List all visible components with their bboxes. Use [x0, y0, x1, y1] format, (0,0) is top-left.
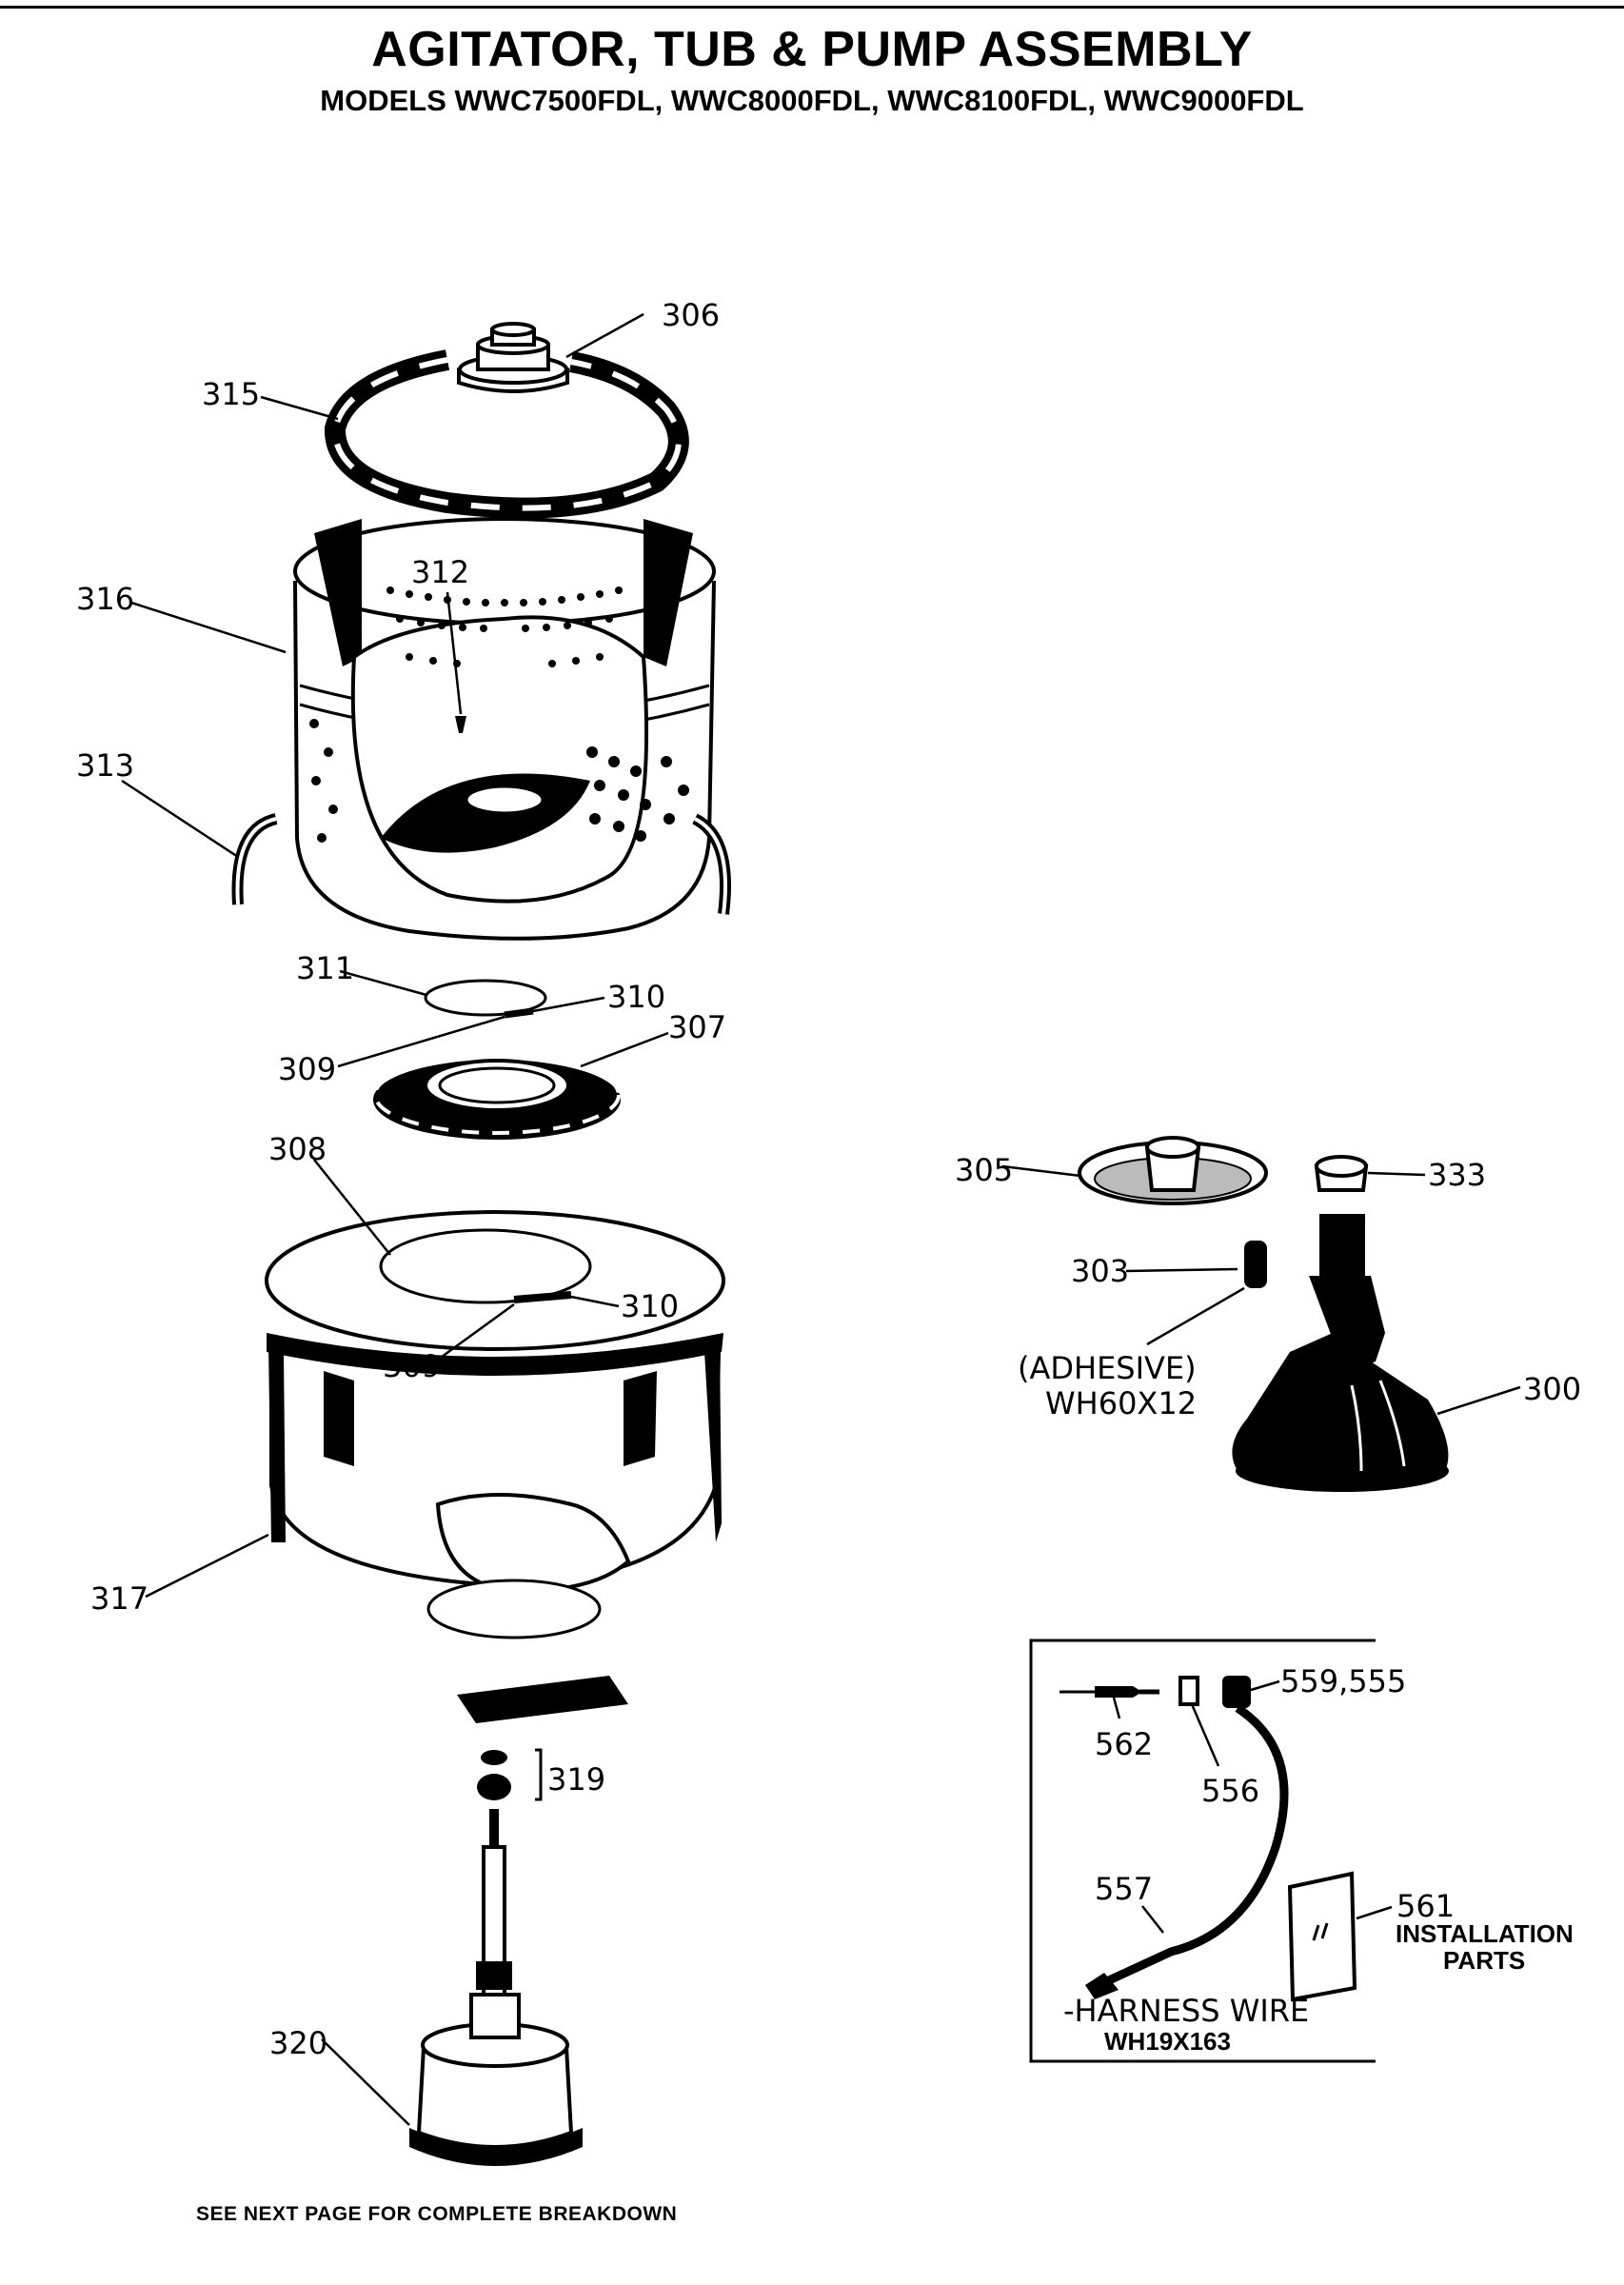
part-333-cap: [1314, 1155, 1369, 1192]
part-300-agitator: [1232, 1214, 1449, 1492]
footnote: SEE NEXT PAGE FOR COMPLETE BREAKDOWN: [196, 2203, 678, 2225]
callout-303: 303: [1071, 1253, 1129, 1289]
part-306-agitator-cap: [457, 322, 569, 393]
installation-parts-label-2: PARTS: [1443, 1946, 1525, 1975]
part-319-seal-kit: [477, 1748, 543, 1801]
callout-306: 306: [662, 297, 720, 333]
callout-309-upper: 309: [278, 1051, 336, 1087]
model-list: MODELS WWC7500FDL, WWC8000FDL, WWC8100FD…: [320, 84, 1304, 117]
adhesive-note: (ADHESIVE): [1018, 1350, 1197, 1386]
top-rule: [0, 6, 1624, 9]
part-317-outer-tub: [265, 1210, 725, 1723]
part-308-tub-cover-ring: [379, 1228, 592, 1304]
callout-312: 312: [411, 554, 469, 590]
callout-309-lower: 309: [383, 1348, 441, 1384]
callout-305: 305: [955, 1152, 1013, 1188]
part-307-splash-seal: [373, 1055, 621, 1140]
part-305-fabric-softener-dispenser: [1078, 1136, 1268, 1205]
leader-lines: [121, 312, 1521, 2126]
part-320-pump-transmission: [409, 1809, 583, 2166]
callout-311: 311: [296, 950, 354, 986]
callout-320: 320: [269, 2025, 327, 2061]
callout-317: 317: [90, 1580, 149, 1617]
callout-562: 562: [1095, 1726, 1153, 1762]
part-562-terminal: [1060, 1686, 1159, 1698]
callout-561: 561: [1396, 1888, 1455, 1924]
callout-307: 307: [668, 1009, 726, 1045]
installation-parts-label-1: INSTALLATION: [1396, 1919, 1574, 1948]
callout-labels: 306 315 312 316 313 311 310 309 307 308 …: [76, 297, 1581, 2061]
harness-wire-part-number: WH19X163: [1104, 2027, 1231, 2056]
part-316-wash-basket: [293, 517, 716, 941]
part-313-clip-rings: [231, 813, 731, 915]
part-311-clamp-ring: [424, 979, 547, 1019]
callout-559-555: 559,555: [1280, 1663, 1406, 1699]
callout-300: 300: [1523, 1371, 1581, 1407]
callout-310-upper: 310: [607, 979, 665, 1015]
part-556-connector: [1178, 1676, 1199, 1706]
callout-315: 315: [202, 376, 260, 412]
callout-313: 313: [76, 747, 134, 784]
callout-556: 556: [1201, 1773, 1259, 1809]
harness-wire-label: -HARNESS WIRE: [1063, 1993, 1309, 2029]
callout-557: 557: [1095, 1871, 1153, 1907]
installation-parts-box: [1029, 1639, 1376, 2063]
page-title: AGITATOR, TUB & PUMP ASSEMBLY: [371, 22, 1253, 77]
callout-310-lower: 310: [621, 1288, 679, 1324]
part-561-parts-bag: [1287, 1871, 1357, 2002]
callout-316: 316: [76, 581, 134, 617]
callout-319: 319: [547, 1761, 605, 1798]
part-559-555-harness: [1085, 1676, 1289, 1999]
part-315-balance-ring: [325, 349, 689, 519]
callout-333: 333: [1428, 1157, 1486, 1193]
adhesive-part-number: WH60X12: [1045, 1385, 1197, 1421]
part-303-dog: [1244, 1241, 1267, 1288]
callout-308: 308: [268, 1131, 327, 1167]
